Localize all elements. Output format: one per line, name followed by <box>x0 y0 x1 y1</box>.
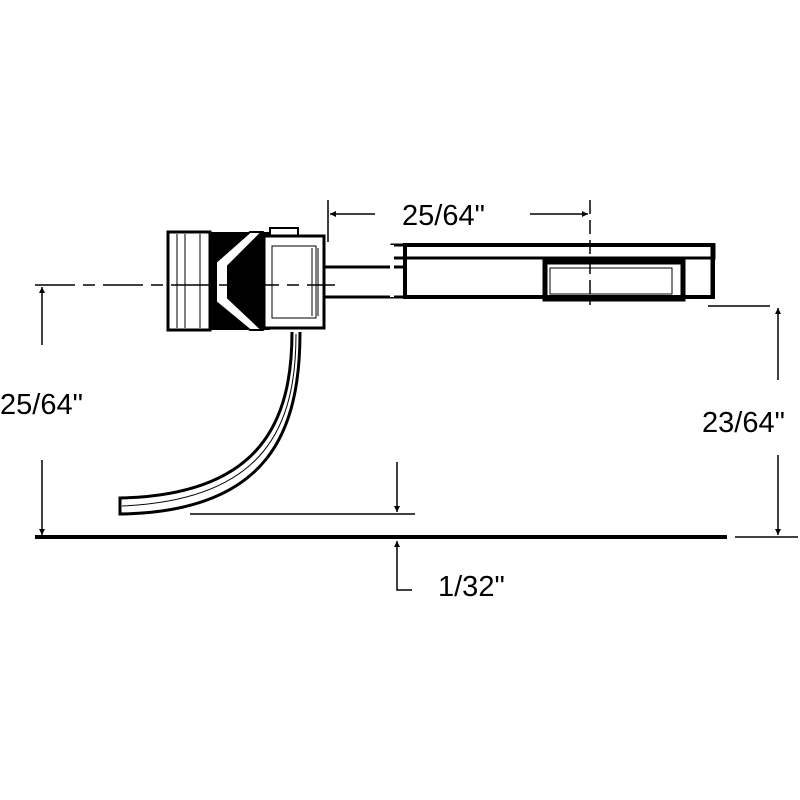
top-width-label: 25/64" <box>402 200 485 232</box>
clearance-arrow-up <box>394 541 412 591</box>
pin-clearance-label: 1/32" <box>438 571 505 603</box>
coupler-head <box>262 227 326 330</box>
right-height-label: 23/64" <box>702 407 785 439</box>
trip-pin <box>118 331 302 516</box>
draft-gear-box <box>390 243 716 302</box>
left-height-label: 25/64" <box>0 389 83 421</box>
